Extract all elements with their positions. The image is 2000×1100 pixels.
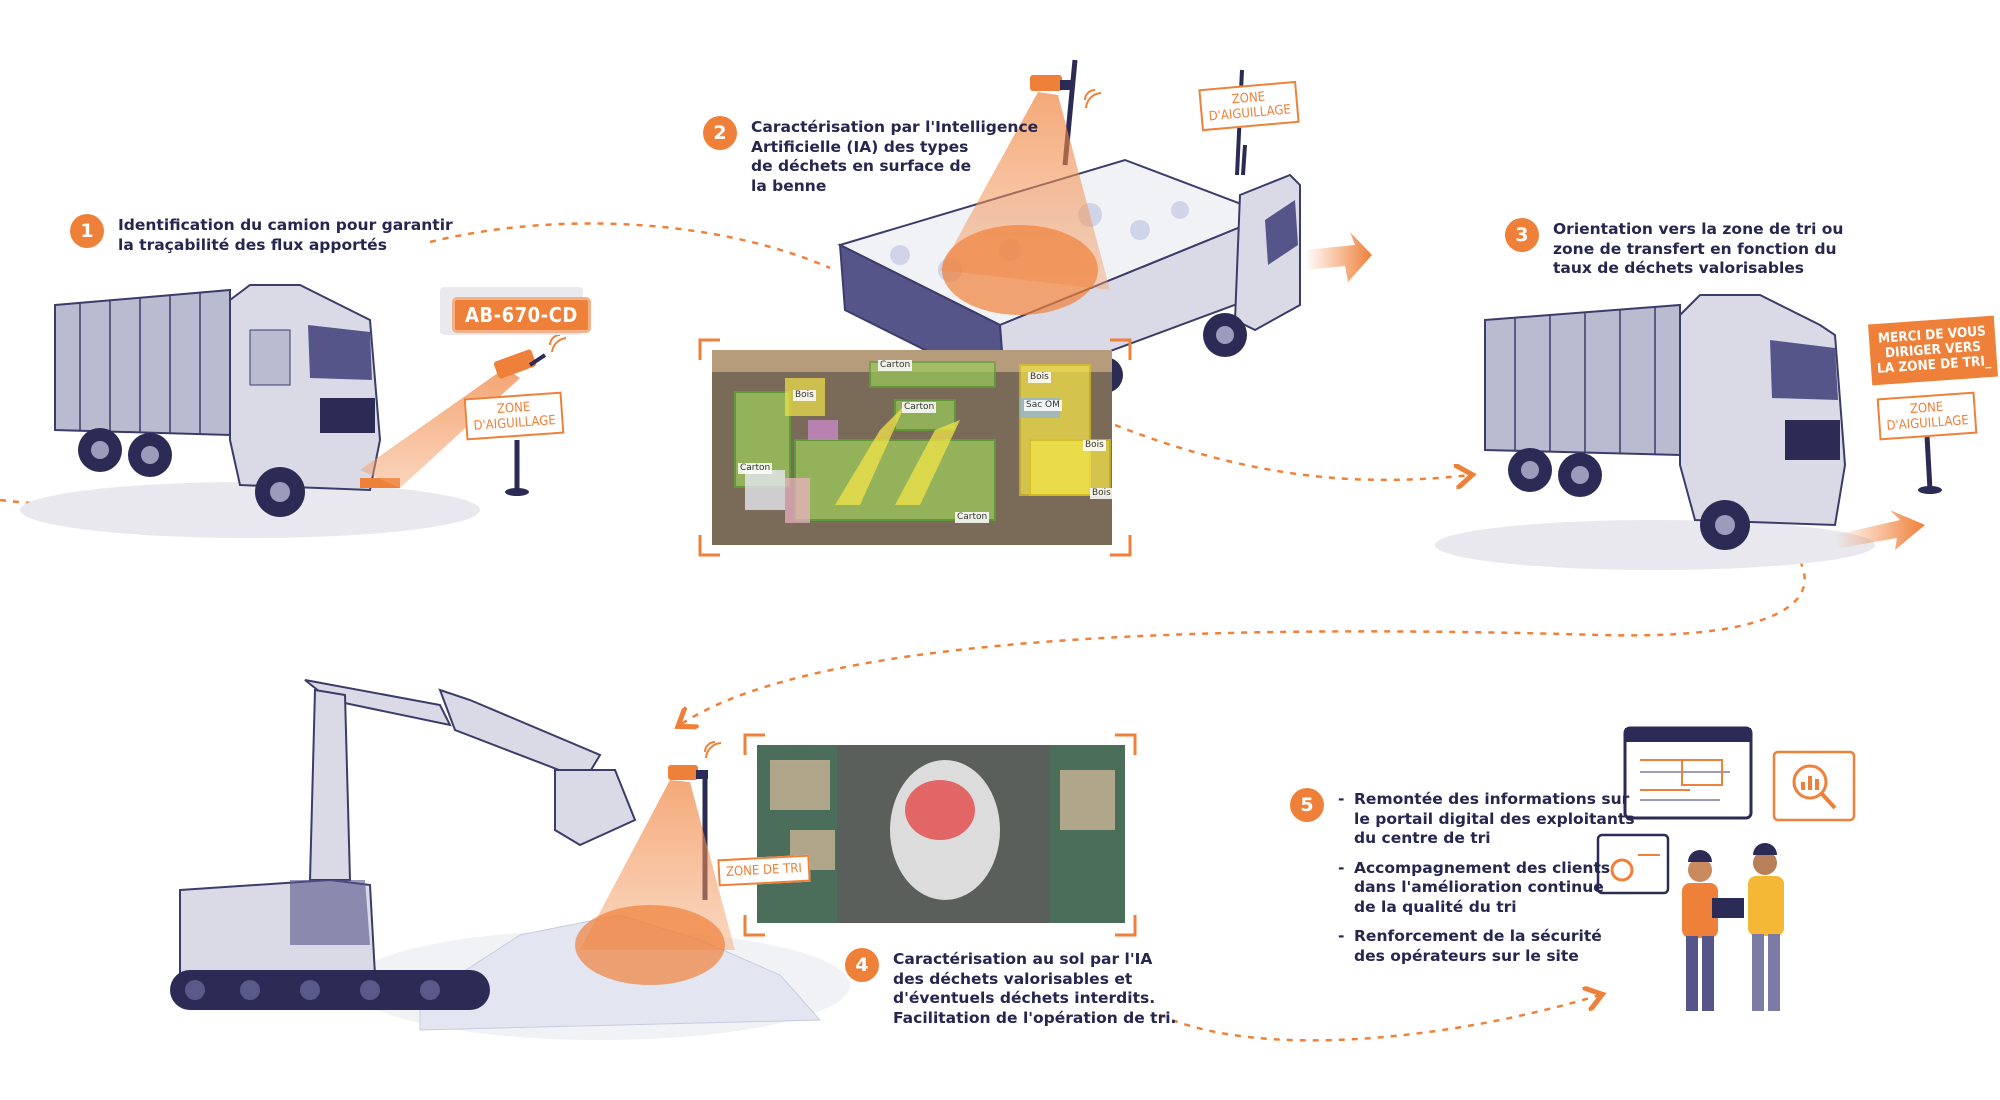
step-number: 5 xyxy=(1290,788,1324,822)
ai-detection-photo xyxy=(698,338,1132,557)
step-3: 3 Orientation vers la zone de tri ou zon… xyxy=(1505,218,1843,279)
portal-illustration xyxy=(1596,726,1856,1011)
bullet-line: des opérateurs sur le site xyxy=(1354,946,1579,965)
detection-label: Bois xyxy=(1028,372,1051,383)
detection-label: Carton xyxy=(878,360,913,371)
license-plate: AB-670-CD xyxy=(452,297,591,333)
detection-label: Carton xyxy=(738,463,773,474)
step-line: d'éventuels déchets interdits. xyxy=(893,989,1156,1007)
step-line: la benne xyxy=(751,176,827,195)
step-2: 2 Caractérisation par l'Intelligence Art… xyxy=(703,116,1038,196)
bullet-clients: Accompagnement des clients dans l'amélio… xyxy=(1338,859,1635,918)
step-text: Orientation vers la zone de tri ou zone … xyxy=(1553,220,1843,279)
truck-1 xyxy=(20,284,480,538)
step-line: Facilitation de l'opération de tri. xyxy=(893,1008,1177,1027)
bullet-line: Accompagnement des clients xyxy=(1354,858,1611,877)
sign-merci: MERCI DE VOUS DIRIGER VERS LA ZONE DE TR… xyxy=(1868,315,1999,386)
detection-label: Bois xyxy=(793,390,816,401)
bullet-portal: Remontée des informations sur le portail… xyxy=(1338,790,1635,849)
sign-line: ZONE DE TRI xyxy=(725,861,803,880)
step-number: 1 xyxy=(70,214,104,248)
step-number: 2 xyxy=(703,116,737,150)
step-line: des déchets valorisables et xyxy=(893,969,1133,988)
step-line: la traçabilité des flux apportés xyxy=(118,235,387,254)
step-line: Caractérisation par l'Intelligence xyxy=(751,118,1039,136)
step-text: Caractérisation par l'Intelligence Artif… xyxy=(751,118,1038,196)
detection-label: Carton xyxy=(902,402,937,413)
step-line: zone de transfert en fonction du xyxy=(1553,239,1837,258)
bullet-line: du centre de tri xyxy=(1354,829,1491,847)
detection-label: Bois xyxy=(1090,488,1113,499)
step-line: de déchets en surface de xyxy=(751,157,972,175)
bullet-line: le portail digital des exploitants xyxy=(1354,809,1635,828)
step-1: 1 Identification du camion pour garantir… xyxy=(70,214,453,255)
sign-zone-aiguillage-2: ZONE D'AIGUILLAGE xyxy=(1198,80,1300,132)
step-line: Caractérisation au sol par l'IA xyxy=(893,950,1153,968)
detection-label: Carton xyxy=(955,512,990,523)
step-4: 4 Caractérisation au sol par l'IA des dé… xyxy=(845,948,1176,1028)
step-line: taux de déchets valorisables xyxy=(1553,259,1804,277)
step-text: Caractérisation au sol par l'IA des déch… xyxy=(893,950,1176,1028)
step-line: Identification du camion pour garantir xyxy=(118,216,453,234)
sign-zone-tri: ZONE DE TRI xyxy=(717,854,811,887)
step-number: 3 xyxy=(1505,218,1539,252)
bullet-line: Remontée des informations sur xyxy=(1354,790,1630,808)
step-bullets: Remontée des informations sur le portail… xyxy=(1338,790,1635,976)
step-line: Orientation vers la zone de tri ou xyxy=(1553,220,1844,238)
bullet-line: de la qualité du tri xyxy=(1354,897,1517,916)
sign-zone-aiguillage-3: ZONE D'AIGUILLAGE xyxy=(1876,391,1978,441)
step-number: 4 xyxy=(845,948,879,982)
camera-1 xyxy=(493,334,567,379)
flow-paths xyxy=(0,222,1806,1042)
camera-2 xyxy=(1030,75,1102,109)
camera-4 xyxy=(668,741,722,780)
step-text: Identification du camion pour garantir l… xyxy=(118,216,453,255)
bullet-line: dans l'amélioration continue xyxy=(1354,878,1604,896)
step-line: Artificielle (IA) des types xyxy=(751,137,969,156)
detection-label: Bois xyxy=(1083,440,1106,451)
detection-label: Sac OM xyxy=(1024,400,1062,411)
truck-3 xyxy=(1435,294,1875,570)
bullet-line: Renforcement de la sécurité xyxy=(1354,927,1602,945)
bullet-safety: Renforcement de la sécurité des opérateu… xyxy=(1338,927,1635,966)
ai-floor-photo xyxy=(743,733,1137,937)
step-5: 5 Remontée des informations sur le porta… xyxy=(1290,788,1635,976)
sign-zone-aiguillage-1: ZONE D'AIGUILLAGE xyxy=(463,391,565,441)
